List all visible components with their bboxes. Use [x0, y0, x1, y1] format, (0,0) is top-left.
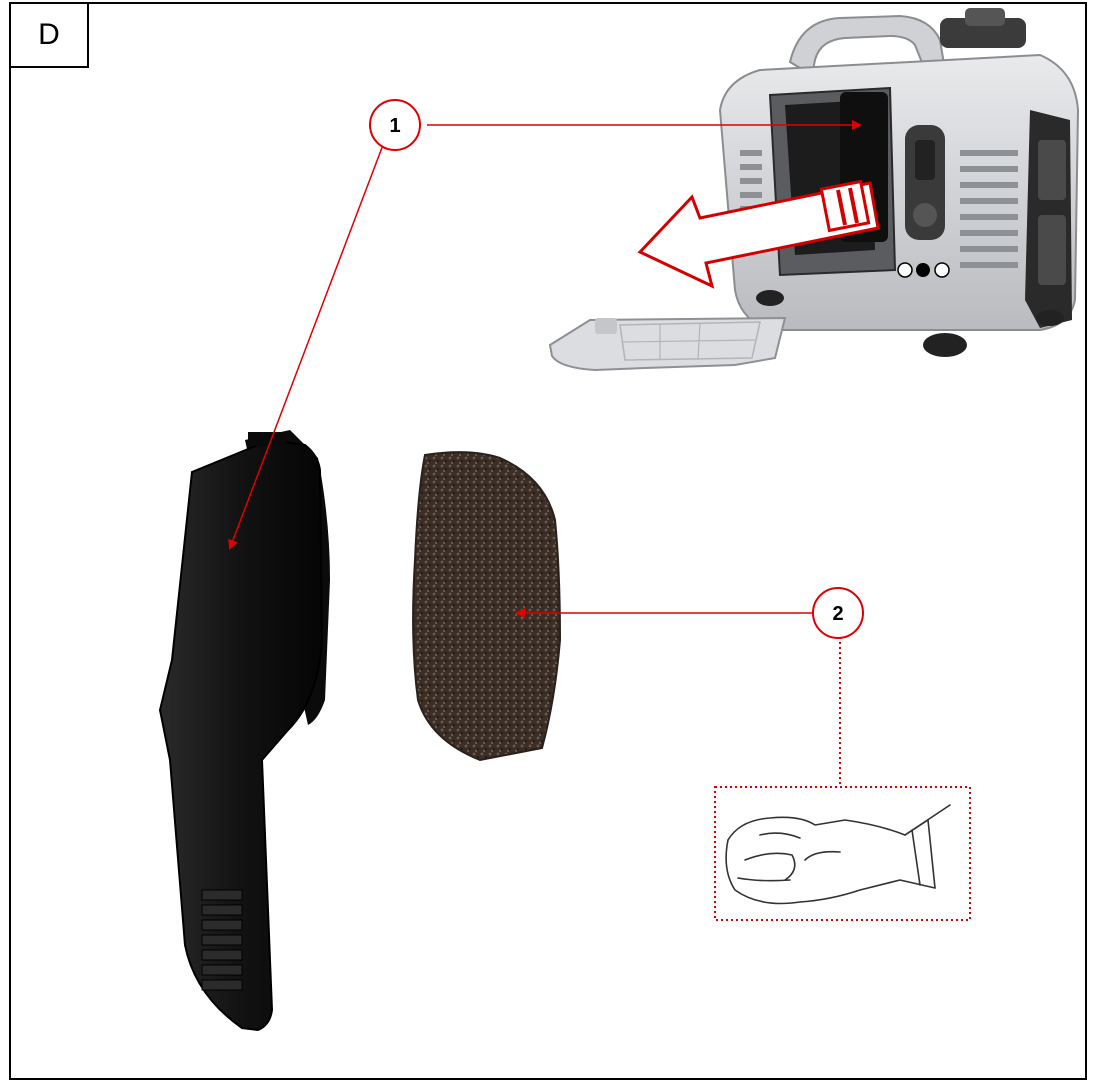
panel-letter: D [38, 18, 60, 51]
remove-direction-arrow-icon [637, 179, 880, 289]
generator-icon [718, 8, 1080, 357]
callout-1-leader [228, 120, 862, 550]
gloved-hand-squeeze-icon [714, 786, 971, 921]
filter-cover-icon [158, 430, 330, 1032]
callout-1-number: 1 [389, 115, 400, 137]
side-cover-panel-icon [548, 316, 787, 372]
callout-2-number: 2 [832, 603, 843, 625]
callout-2: 2 [812, 587, 864, 639]
panel-letter-box: D [9, 2, 89, 68]
foam-filter-icon [412, 451, 562, 762]
callout-1: 1 [369, 99, 421, 151]
callout-2-leader [515, 608, 841, 787]
panel-border [9, 2, 1087, 1080]
